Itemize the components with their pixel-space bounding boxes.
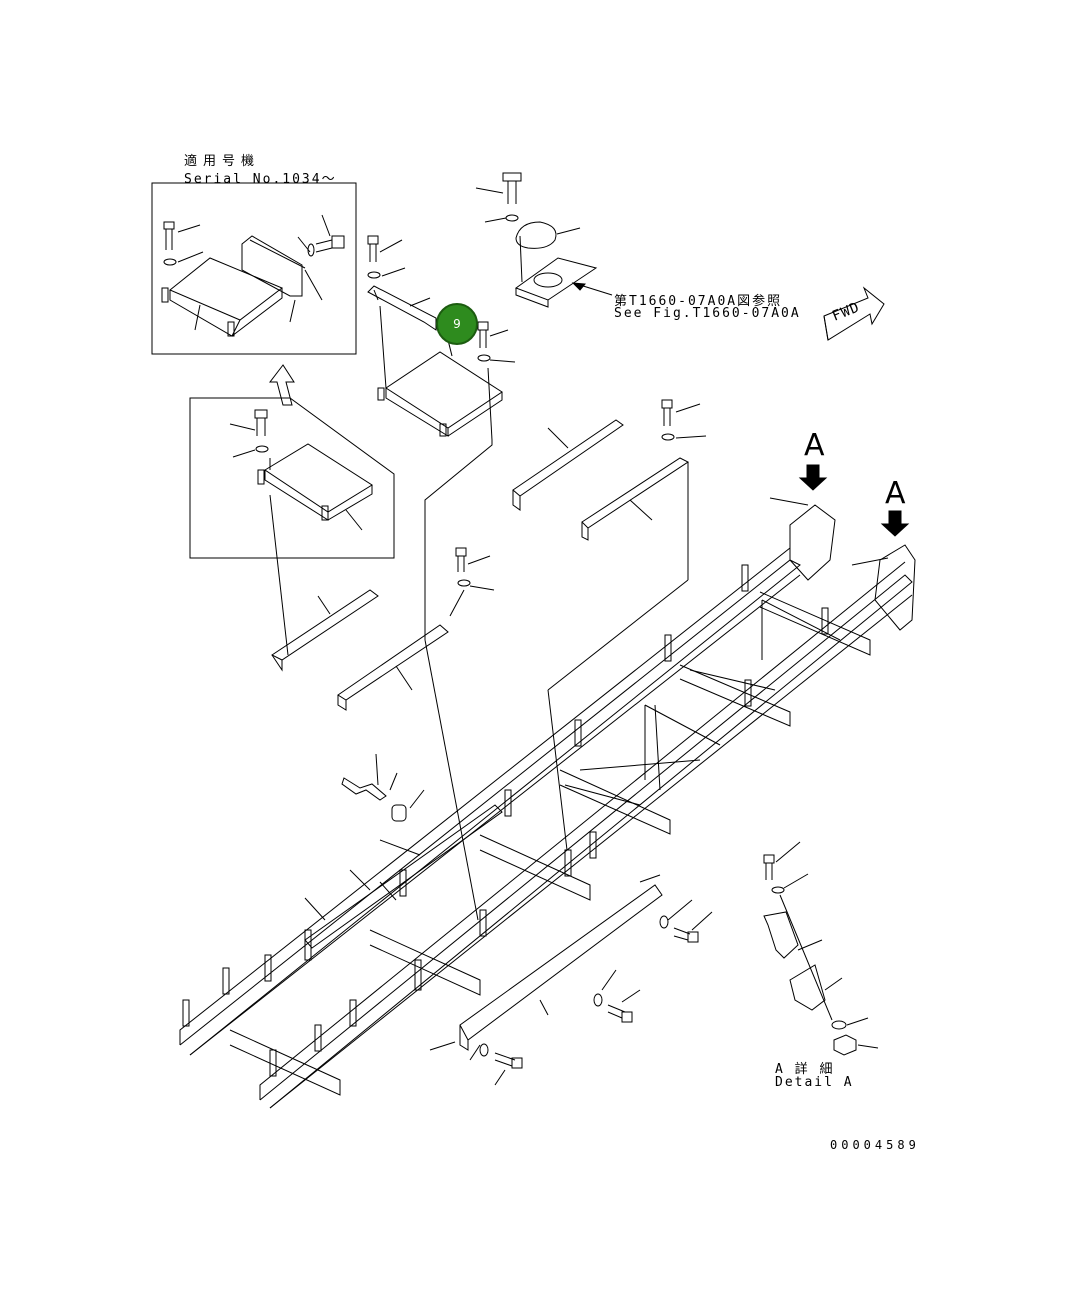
- drawing-number: 00004589: [830, 1138, 920, 1152]
- wing-bolt-lower: [342, 778, 406, 821]
- leader-line: [425, 440, 492, 640]
- gasket-plate: [242, 236, 305, 322]
- up-arrow-icon: [270, 365, 294, 405]
- inset-serial-box: [152, 183, 356, 354]
- channel-left-1: [272, 590, 378, 670]
- round-cover: [516, 222, 580, 248]
- bracket-upper: [368, 286, 436, 330]
- main-frame: [180, 505, 915, 1108]
- view-marker-a-1: A: [804, 428, 825, 463]
- cover-plate: [162, 258, 282, 336]
- frame-leaders: [305, 498, 888, 1085]
- serial-number-label: Serial No.1034～: [184, 172, 337, 187]
- fwd-arrow-icon: [824, 288, 884, 340]
- down-arrow-icon: [882, 511, 908, 536]
- bolt-bottom-3: [660, 916, 698, 942]
- detail-a-en: Detail A: [775, 1075, 854, 1090]
- callout-number: 9: [453, 317, 461, 331]
- bolt-upper-left: [368, 236, 405, 278]
- wing-bolt-upper: [476, 173, 521, 222]
- channel-upper-right: [513, 420, 623, 510]
- detail-a-jp: A 詳 細: [775, 1062, 835, 1077]
- inset-box-2: [190, 398, 394, 558]
- leader-line: [548, 580, 688, 690]
- bolt-icon: [164, 222, 203, 265]
- down-arrow-icon: [800, 465, 826, 490]
- figure-reference-jp: 第T1660-07A0A図参照: [614, 294, 783, 309]
- channel-left-2: [338, 625, 448, 710]
- top-plate: [516, 236, 612, 307]
- bolt-bottom-1: [480, 1044, 522, 1068]
- bolt-mid: [478, 322, 515, 440]
- channel-right: [582, 458, 688, 580]
- bolt-left: [450, 548, 494, 616]
- bolt-right: [662, 400, 706, 440]
- leader-line: [548, 690, 567, 850]
- side-bolt-icon: [298, 215, 344, 300]
- view-marker-a-2: A: [885, 476, 906, 511]
- bolt-bottom-2: [594, 994, 632, 1022]
- figure-reference-en: See Fig.T1660-07A0A: [614, 306, 801, 321]
- detail-a-drawing: [764, 842, 878, 1055]
- part-callout-9[interactable]: 9: [436, 303, 478, 345]
- leader-line: [425, 640, 478, 920]
- leader-line: [270, 495, 288, 655]
- applicable-serial-jp: 適用号機: [184, 154, 261, 169]
